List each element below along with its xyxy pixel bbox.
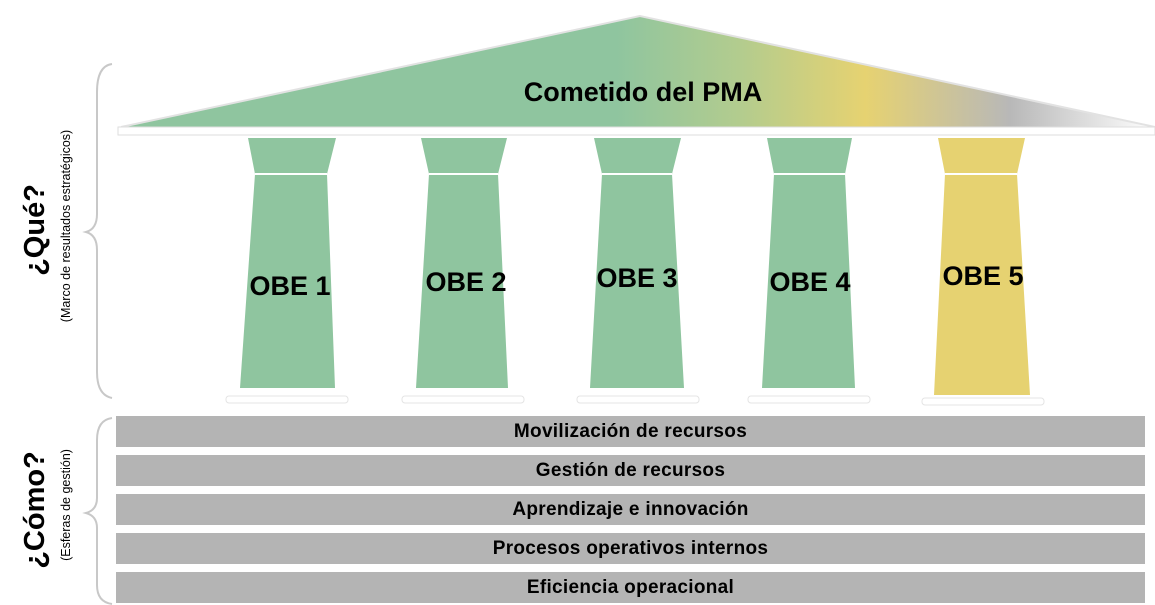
pillar-4-shape [762, 138, 855, 388]
pillar-2-label: OBE 2 [425, 267, 506, 297]
pillar-2-shape [416, 138, 508, 388]
como-side-label: ¿Cómo? (Esferas de gestión) [19, 449, 73, 569]
roof: Cometido del PMA [117, 14, 1155, 136]
pillar-obe-2: OBE 2 [401, 138, 525, 404]
que-title: ¿Qué? [19, 184, 51, 276]
pillar-obe-1: OBE 1 [225, 138, 349, 404]
pillar-3-label: OBE 3 [596, 263, 677, 293]
roof-title: Cometido del PMA [524, 77, 763, 107]
pillar-1-shape [240, 138, 336, 388]
pillar-obe-4: OBE 4 [747, 138, 871, 404]
area-bar-aprendizaje: Aprendizaje e innovación [116, 494, 1145, 525]
area-bar-movilizacion: Movilización de recursos [116, 416, 1145, 447]
pillar-3-shape [590, 138, 684, 388]
area-bar-procesos: Procesos operativos internos [116, 533, 1145, 564]
roof-beam [117, 126, 1155, 136]
pillar-obe-3: OBE 3 [576, 138, 700, 404]
que-brace [82, 63, 113, 399]
pillar-obe-5: OBE 5 [921, 138, 1045, 406]
pillar-1-label: OBE 1 [249, 271, 330, 301]
pillar-5-label: OBE 5 [942, 261, 1023, 291]
como-title: ¿Cómo? [19, 451, 51, 569]
que-side-label: ¿Qué? (Marco de resultados estratégicos) [19, 130, 73, 322]
pillar-5-shape [934, 138, 1030, 395]
roof-shape [120, 16, 1155, 127]
como-subtitle: (Esferas de gestión) [59, 449, 73, 561]
como-brace [82, 417, 113, 605]
pillar-4-label: OBE 4 [769, 267, 850, 297]
area-bar-eficiencia: Eficiencia operacional [116, 572, 1145, 603]
area-bar-gestion: Gestión de recursos [116, 455, 1145, 486]
que-subtitle: (Marco de resultados estratégicos) [59, 130, 73, 322]
